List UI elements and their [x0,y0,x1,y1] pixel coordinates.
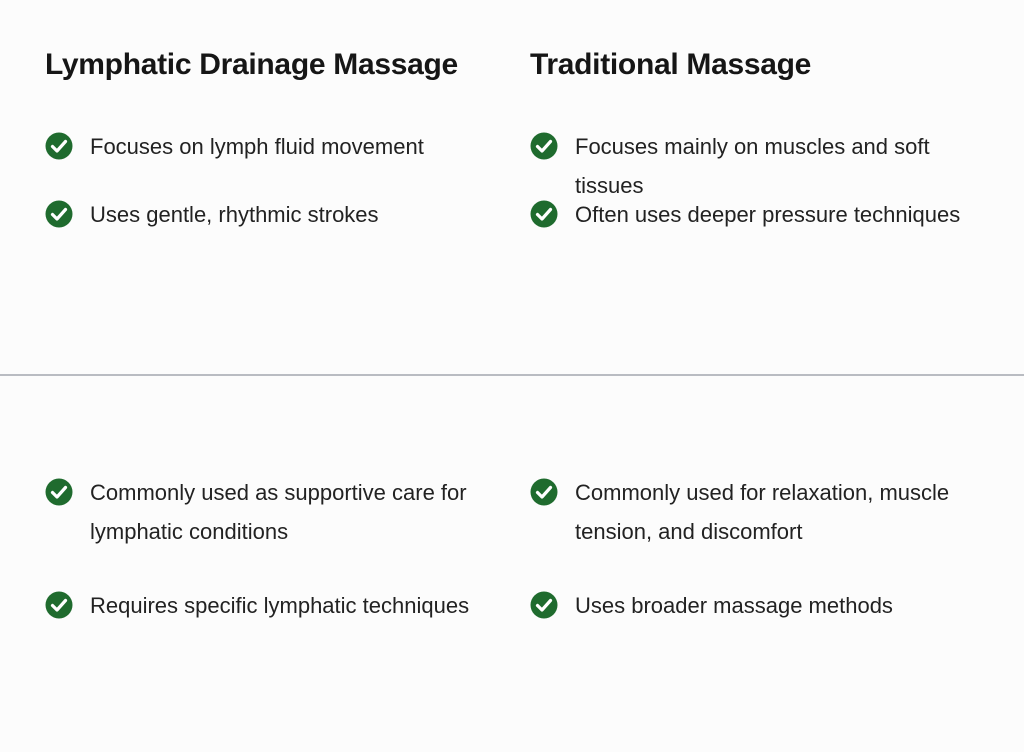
check-circle-icon [45,132,73,160]
list-item-text: Commonly used for relaxation, muscle ten… [575,480,950,544]
list-item: Uses broader massage methods [530,591,1000,625]
traditional-title: Traditional Massage [530,48,812,81]
list-item: Often uses deeper pressure techniques [530,200,1000,234]
check-circle-icon [530,478,558,506]
list-item-text: Commonly used as supportive care for lym… [90,480,467,544]
check-circle-icon [45,478,73,506]
section-divider [0,374,1024,376]
check-circle-icon [530,591,558,619]
list-item: Commonly used for relaxation, muscle ten… [530,478,970,551]
list-item-text: Requires specific lymphatic techniques [90,593,470,618]
list-item-text: Uses gentle, rhythmic strokes [90,202,379,227]
check-circle-icon [45,200,73,228]
check-circle-icon [530,132,558,160]
list-item-text: Focuses on lymph fluid movement [90,134,424,159]
list-item: Commonly used as supportive care for lym… [45,478,485,551]
list-item-text: Uses broader massage methods [575,593,893,618]
check-circle-icon [45,591,73,619]
list-item: Focuses on lymph fluid movement [45,132,515,166]
list-item: Uses gentle, rhythmic strokes [45,200,515,234]
lymphatic-title: Lymphatic Drainage Massage [45,48,458,81]
list-item-text: Often uses deeper pressure techniques [575,202,961,227]
list-item: Requires specific lymphatic techniques [45,591,515,625]
list-item: Focuses mainly on muscles and soft tissu… [530,132,1000,205]
list-item-text: Focuses mainly on muscles and soft tissu… [575,134,930,198]
check-circle-icon [530,200,558,228]
